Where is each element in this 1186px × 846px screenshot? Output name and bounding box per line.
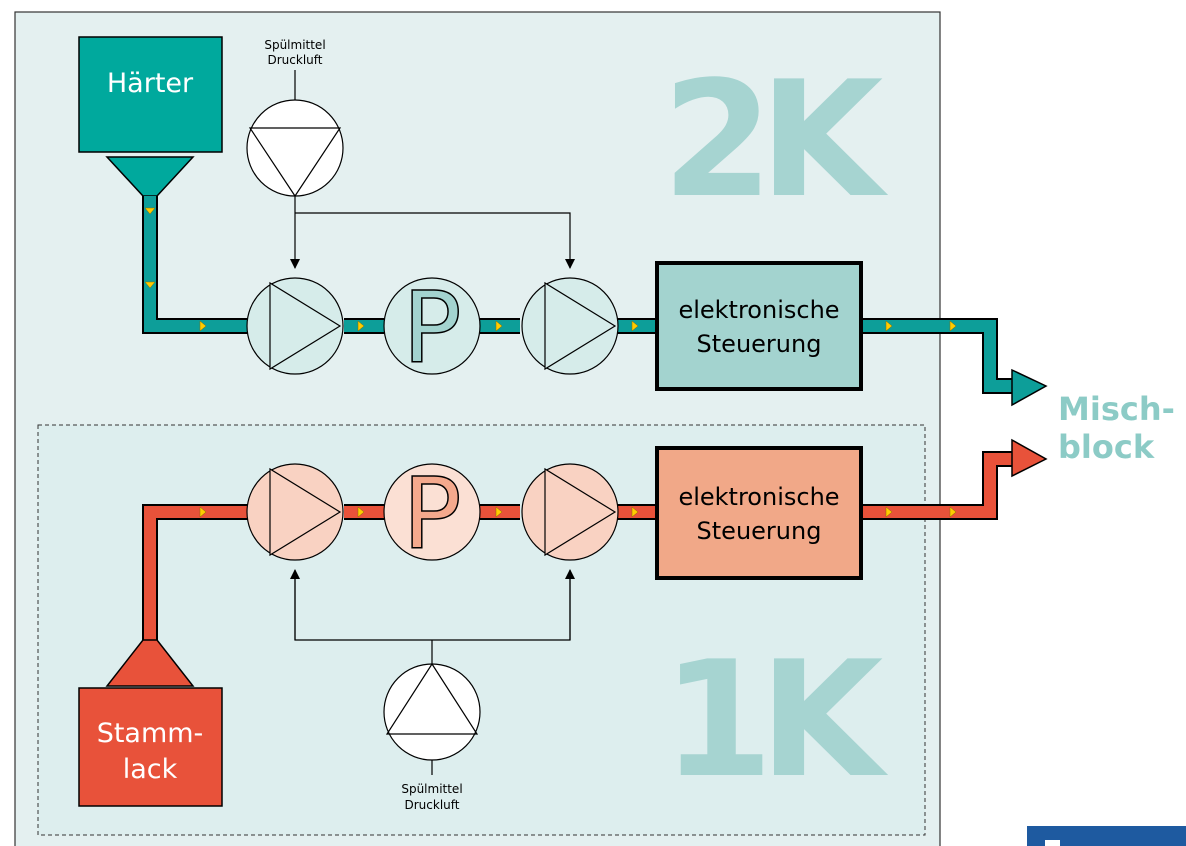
bottom-control-label-1: elektronische — [678, 483, 839, 511]
bottom-flush-triangle-icon — [385, 662, 479, 735]
bottom-flow-markers — [199, 506, 957, 518]
blue-corner-fragment — [1027, 826, 1186, 846]
mixing-block-label-2: block — [1058, 428, 1155, 466]
bottom-pump — [383, 463, 481, 561]
top-output-arrow — [1011, 368, 1048, 407]
top-pump-letter: P — [402, 272, 461, 386]
bottom-pump-letter: P — [402, 458, 461, 572]
bottom-flush-source — [383, 663, 481, 761]
base-paint-label-2: lack — [123, 754, 178, 785]
bottom-output-arrow — [1011, 438, 1048, 478]
top-control-label-1: elektronische — [678, 296, 839, 324]
top-flush-label: Spülmittel — [264, 38, 325, 52]
base-paint-funnel — [105, 639, 195, 687]
bottom-control-label-2: Steuerung — [697, 517, 822, 545]
top-control-label-2: Steuerung — [697, 330, 822, 358]
bottom-control-unit — [655, 446, 863, 580]
bottom-flush-label: Spülmittel — [401, 782, 462, 796]
top-control-unit — [655, 261, 863, 391]
bottom-flush-label-2: Druckluft — [405, 798, 460, 812]
top-flow-markers — [144, 207, 957, 332]
base-paint-label-1: Stamm- — [97, 718, 204, 749]
top-pump — [383, 277, 481, 375]
big-label-1k: 1K — [662, 626, 888, 813]
base-paint-tank — [78, 687, 223, 807]
hardener-tank — [78, 36, 223, 153]
top-flush-triangle-icon — [248, 127, 342, 198]
hardener-tank-label: Härter — [107, 68, 194, 99]
big-label-2k: 2K — [662, 46, 888, 233]
top-flush-source — [246, 99, 344, 197]
top-flush-label-2: Druckluft — [268, 53, 323, 67]
mixing-block-label-1: Misch- — [1058, 390, 1175, 428]
